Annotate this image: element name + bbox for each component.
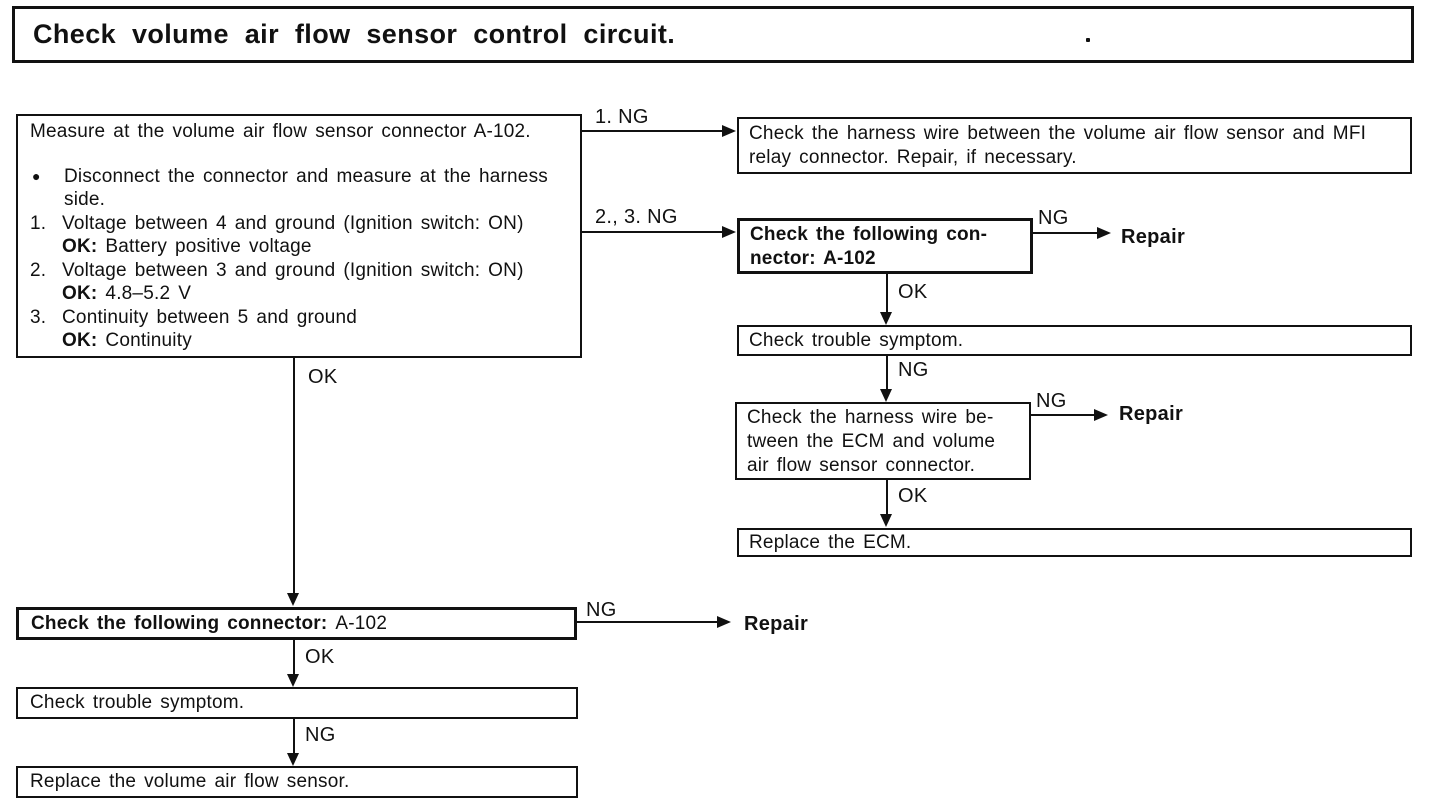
edge-label-ok: OK xyxy=(308,366,338,388)
connector-left-label: Check the following connector: xyxy=(31,612,328,634)
arrowhead-down-icon xyxy=(287,674,299,687)
edge-label-ng: NG xyxy=(1036,390,1067,412)
step-ok-line: OK: 4.8–5.2 V xyxy=(62,282,574,306)
replace-ecm-text: Replace the ECM. xyxy=(749,531,912,553)
connector-right-line: Check the following con- xyxy=(750,224,988,245)
step-ok-line: OK: Continuity xyxy=(62,329,574,353)
symptom-right-text: Check trouble symptom. xyxy=(749,329,964,351)
step-number: 2. xyxy=(30,259,47,281)
edge-line-ng-repair xyxy=(1033,232,1097,234)
step-ok-value: Continuity xyxy=(105,330,192,351)
harness-mfi-line: Check the harness wire between the volum… xyxy=(749,123,1367,144)
bullet-text: Disconnect the connector and measure at … xyxy=(64,165,548,211)
arrowhead-down-icon xyxy=(287,593,299,606)
edge-line-ok xyxy=(886,274,888,314)
step-text: Voltage between 3 and ground (Ignition s… xyxy=(62,259,524,281)
measure-box: Measure at the volume air flow sensor co… xyxy=(16,114,582,358)
step-ok-value: 4.8–5.2 V xyxy=(105,283,192,304)
connector-right-line: nector: A-102 xyxy=(750,248,876,269)
edge-label-ng: NG xyxy=(898,359,929,381)
edge-line-ok xyxy=(886,480,888,516)
step-row: 3. Continuity between 5 and ground OK: C… xyxy=(30,306,574,353)
edge-label-ok: OK xyxy=(898,485,928,507)
repair-terminal: Repair xyxy=(744,613,809,635)
step-row: 2. Voltage between 3 and ground (Ignitio… xyxy=(30,259,574,306)
step-ok-value: Battery positive voltage xyxy=(105,236,312,257)
step-ok-label: OK: xyxy=(62,330,98,351)
edge-label-ok: OK xyxy=(305,646,335,668)
edge-label-23ng: 2., 3. NG xyxy=(595,206,678,228)
step-text: Continuity between 5 and ground xyxy=(62,306,358,328)
arrowhead-down-icon xyxy=(880,389,892,402)
arrowhead-down-icon xyxy=(287,753,299,766)
arrowhead-right-icon xyxy=(1094,409,1108,421)
edge-label-1ng: 1. NG xyxy=(595,106,649,128)
edge-label-ng: NG xyxy=(586,599,617,621)
symptom-right-box: Check trouble symptom. xyxy=(737,325,1412,356)
edge-line-ng xyxy=(886,356,888,391)
edge-line-23ng xyxy=(582,231,722,233)
edge-label-ok: OK xyxy=(898,281,928,303)
title-box: Check volume air flow sensor control cir… xyxy=(12,6,1414,63)
harness-ecm-line: air flow sensor connector. xyxy=(747,455,976,476)
arrowhead-right-icon xyxy=(1097,227,1111,239)
edge-line-1ng xyxy=(582,130,722,132)
bullet-icon: ● xyxy=(32,167,41,184)
connector-left-value: A-102 xyxy=(335,612,388,634)
edge-line-ng xyxy=(293,719,295,755)
arrowhead-right-icon xyxy=(722,226,736,238)
repair-terminal: Repair xyxy=(1119,403,1184,425)
replace-sensor-text: Replace the volume air flow sensor. xyxy=(30,771,350,793)
step-ok-label: OK: xyxy=(62,283,98,304)
edge-label-ng: NG xyxy=(305,724,336,746)
page-title: Check volume air flow sensor control cir… xyxy=(33,19,676,49)
harness-ecm-line: Check the harness wire be- xyxy=(747,407,994,428)
edge-label-ng: NG xyxy=(1038,207,1069,229)
step-number: 3. xyxy=(30,306,47,328)
arrowhead-down-icon xyxy=(880,514,892,527)
arrowhead-right-icon xyxy=(722,125,736,137)
replace-sensor-box: Replace the volume air flow sensor. xyxy=(16,766,578,798)
harness-ecm-line: tween the ECM and volume xyxy=(747,431,996,452)
step-ok-line: OK: Battery positive voltage xyxy=(62,235,574,259)
measure-intro: Measure at the volume air flow sensor co… xyxy=(30,121,531,142)
edge-line-ng-repair xyxy=(577,621,717,623)
scan-artifact-dot xyxy=(1086,38,1090,42)
step-ok-label: OK: xyxy=(62,236,98,257)
connector-right-box: Check the following con- nector: A-102 xyxy=(737,218,1033,274)
symptom-left-box: Check trouble symptom. xyxy=(16,687,578,719)
symptom-left-text: Check trouble symptom. xyxy=(30,692,245,714)
harness-ecm-box: Check the harness wire be- tween the ECM… xyxy=(735,402,1031,480)
step-row: 1. Voltage between 4 and ground (Ignitio… xyxy=(30,212,574,259)
edge-line-ok xyxy=(293,640,295,676)
repair-terminal: Repair xyxy=(1121,226,1186,248)
arrowhead-right-icon xyxy=(717,616,731,628)
measure-bullet-row: ● Disconnect the connector and measure a… xyxy=(30,165,574,212)
harness-mfi-line: relay connector. Repair, if necessary. xyxy=(749,146,1077,168)
step-text: Voltage between 4 and ground (Ignition s… xyxy=(62,212,524,234)
replace-ecm-box: Replace the ECM. xyxy=(737,528,1412,557)
connector-left-box: Check the following connector: A-102 xyxy=(16,607,577,640)
arrowhead-down-icon xyxy=(880,312,892,325)
step-number: 1. xyxy=(30,212,47,234)
edge-line-ng-repair xyxy=(1031,414,1094,416)
harness-mfi-box: Check the harness wire between the volum… xyxy=(737,117,1412,174)
edge-line-main-ok xyxy=(293,358,295,594)
